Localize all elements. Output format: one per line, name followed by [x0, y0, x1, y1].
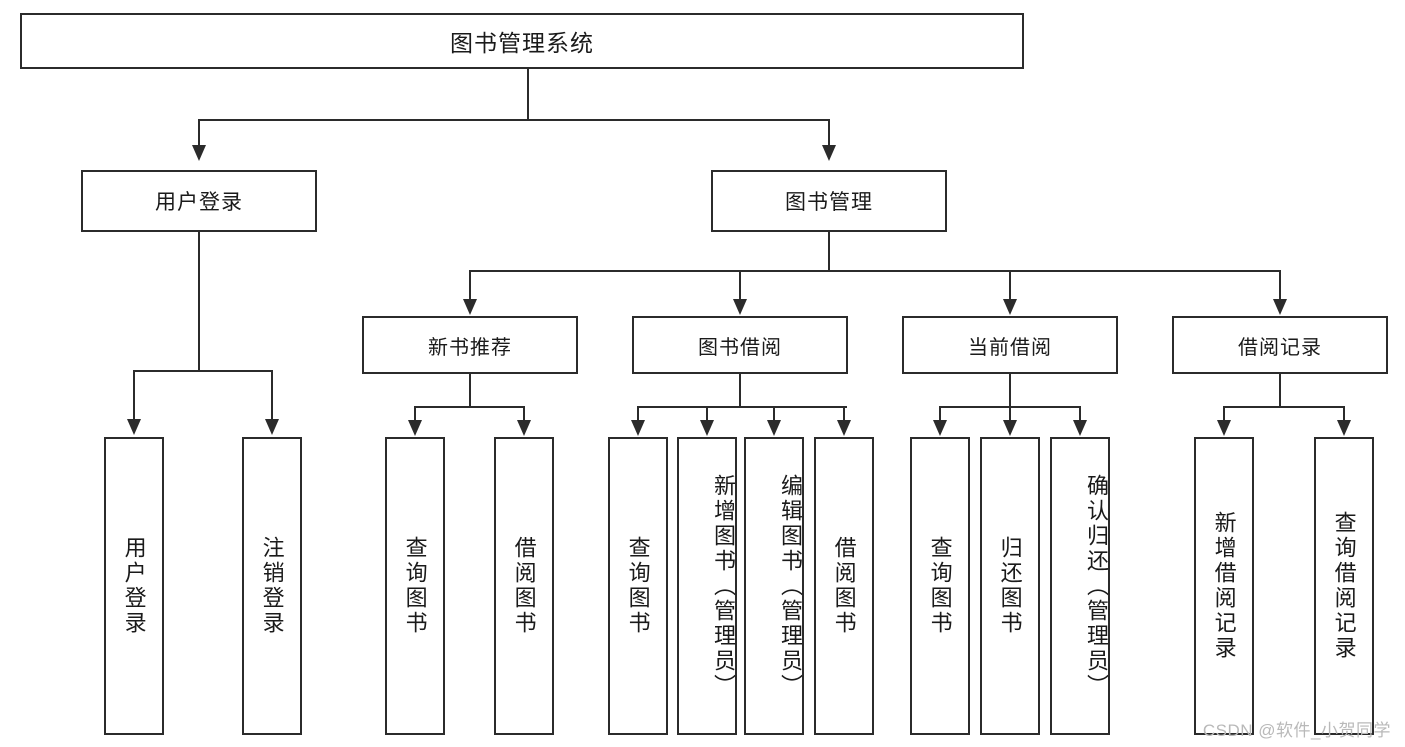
connector-book-borrow-stem — [739, 374, 741, 408]
node-label: 编辑图书（管理员） — [778, 473, 803, 699]
node-leaf-query-borrow-record[interactable]: 查询借阅记录 — [1314, 437, 1374, 735]
connector-new-book-bar — [414, 406, 524, 408]
connector-bm-to-current-borrow — [1009, 270, 1011, 301]
arrow-borrowrecord-leaf-1 — [1217, 420, 1231, 436]
node-label: 查询图书 — [625, 536, 651, 636]
node-leaf-user-login[interactable]: 用户登录 — [104, 437, 164, 735]
node-label: 借阅记录 — [1238, 336, 1322, 359]
node-label: 当前借阅 — [968, 336, 1052, 359]
arrow-bookborrow-leaf-2 — [700, 420, 714, 436]
arrow-newbook-leaf-2 — [517, 420, 531, 436]
arrow-user-login-to-leaf-1 — [127, 419, 141, 435]
connector-user-login-to-leaf-2 — [271, 370, 273, 421]
arrow-newbook-leaf-1 — [408, 420, 422, 436]
node-current-borrow[interactable]: 当前借阅 — [902, 316, 1118, 374]
arrow-currentborrow-leaf-3 — [1073, 420, 1087, 436]
node-label: 新增借阅记录 — [1211, 511, 1237, 661]
node-leaf-query-book-recommend[interactable]: 查询图书 — [385, 437, 445, 735]
connector-bookborrow-leaf-3 — [773, 406, 775, 423]
node-label: 归还图书 — [997, 536, 1023, 636]
arrow-bookborrow-leaf-1 — [631, 420, 645, 436]
connector-bm-to-book-borrow — [739, 270, 741, 301]
node-label: 图书管理 — [785, 191, 873, 214]
node-leaf-edit-book[interactable]: 编辑图书（管理员） — [744, 437, 804, 735]
node-label: 借阅图书 — [511, 536, 537, 636]
arrow-currentborrow-leaf-2 — [1003, 420, 1017, 436]
node-leaf-query-book-borrow[interactable]: 查询图书 — [608, 437, 668, 735]
arrow-currentborrow-leaf-1 — [933, 420, 947, 436]
node-root-book-management-system[interactable]: 图书管理系统 — [20, 13, 1024, 69]
arrow-bm-to-new-book — [463, 299, 477, 315]
connector-bookborrow-leaf-2 — [706, 406, 708, 423]
connector-new-book-stem — [469, 374, 471, 408]
node-leaf-borrow-book[interactable]: 借阅图书 — [814, 437, 874, 735]
node-user-login[interactable]: 用户登录 — [81, 170, 317, 232]
node-label: 查询图书 — [927, 536, 953, 636]
arrow-bookborrow-leaf-3 — [767, 420, 781, 436]
arrow-bookborrow-leaf-4 — [837, 420, 851, 436]
arrow-root-to-book-management — [822, 145, 836, 161]
connector-borrowrecord-leaf-2 — [1343, 406, 1345, 423]
arrow-borrowrecord-leaf-2 — [1337, 420, 1351, 436]
arrow-bm-to-book-borrow — [733, 299, 747, 315]
node-label: 借阅图书 — [831, 536, 857, 636]
node-book-management[interactable]: 图书管理 — [711, 170, 947, 232]
connector-newbook-leaf-1 — [414, 406, 416, 423]
node-label: 查询图书 — [402, 536, 428, 636]
connector-currentborrow-leaf-3 — [1079, 406, 1081, 423]
node-leaf-add-borrow-record[interactable]: 新增借阅记录 — [1194, 437, 1254, 735]
arrow-root-to-user-login — [192, 145, 206, 161]
connector-borrow-record-bar — [1223, 406, 1343, 408]
connector-root-to-user-login — [198, 119, 200, 147]
connector-bookborrow-leaf-4 — [843, 406, 845, 423]
node-label: 查询借阅记录 — [1331, 511, 1357, 661]
node-new-book-recommend[interactable]: 新书推荐 — [362, 316, 578, 374]
node-leaf-borrow-book-recommend[interactable]: 借阅图书 — [494, 437, 554, 735]
node-leaf-query-book-current[interactable]: 查询图书 — [910, 437, 970, 735]
connector-root-stem — [527, 69, 529, 120]
arrow-user-login-to-leaf-2 — [265, 419, 279, 435]
connector-root-bar — [198, 119, 829, 121]
connector-borrowrecord-leaf-1 — [1223, 406, 1225, 423]
connector-newbook-leaf-2 — [523, 406, 525, 423]
connector-borrow-record-stem — [1279, 374, 1281, 408]
connector-book-management-stem — [828, 232, 830, 271]
connector-book-management-bar — [469, 270, 1281, 272]
node-label: 图书管理系统 — [450, 30, 594, 56]
node-leaf-confirm-return[interactable]: 确认归还（管理员） — [1050, 437, 1110, 735]
node-label: 确认归还（管理员） — [1084, 473, 1109, 699]
connector-currentborrow-leaf-1 — [939, 406, 941, 423]
node-label: 图书借阅 — [698, 336, 782, 359]
connector-root-to-book-management — [828, 119, 830, 147]
connector-current-borrow-stem — [1009, 374, 1011, 408]
node-leaf-logout[interactable]: 注销登录 — [242, 437, 302, 735]
node-borrow-record[interactable]: 借阅记录 — [1172, 316, 1388, 374]
node-label: 新增图书（管理员） — [711, 473, 736, 699]
connector-bm-to-borrow-record — [1279, 270, 1281, 301]
connector-user-login-to-leaf-1 — [133, 370, 135, 421]
connector-book-borrow-bar — [637, 406, 847, 408]
connector-bm-to-new-book — [469, 270, 471, 301]
connector-currentborrow-leaf-2 — [1009, 406, 1011, 423]
node-label: 用户登录 — [155, 191, 243, 214]
arrow-bm-to-current-borrow — [1003, 299, 1017, 315]
node-label: 用户登录 — [121, 536, 147, 636]
node-book-borrow[interactable]: 图书借阅 — [632, 316, 848, 374]
connector-user-login-bar — [133, 370, 272, 372]
node-leaf-add-book[interactable]: 新增图书（管理员） — [677, 437, 737, 735]
connector-user-login-stem — [198, 232, 200, 371]
node-label: 新书推荐 — [428, 336, 512, 359]
node-label: 注销登录 — [259, 536, 285, 636]
arrow-bm-to-borrow-record — [1273, 299, 1287, 315]
connector-bookborrow-leaf-1 — [637, 406, 639, 423]
node-leaf-return-book[interactable]: 归还图书 — [980, 437, 1040, 735]
